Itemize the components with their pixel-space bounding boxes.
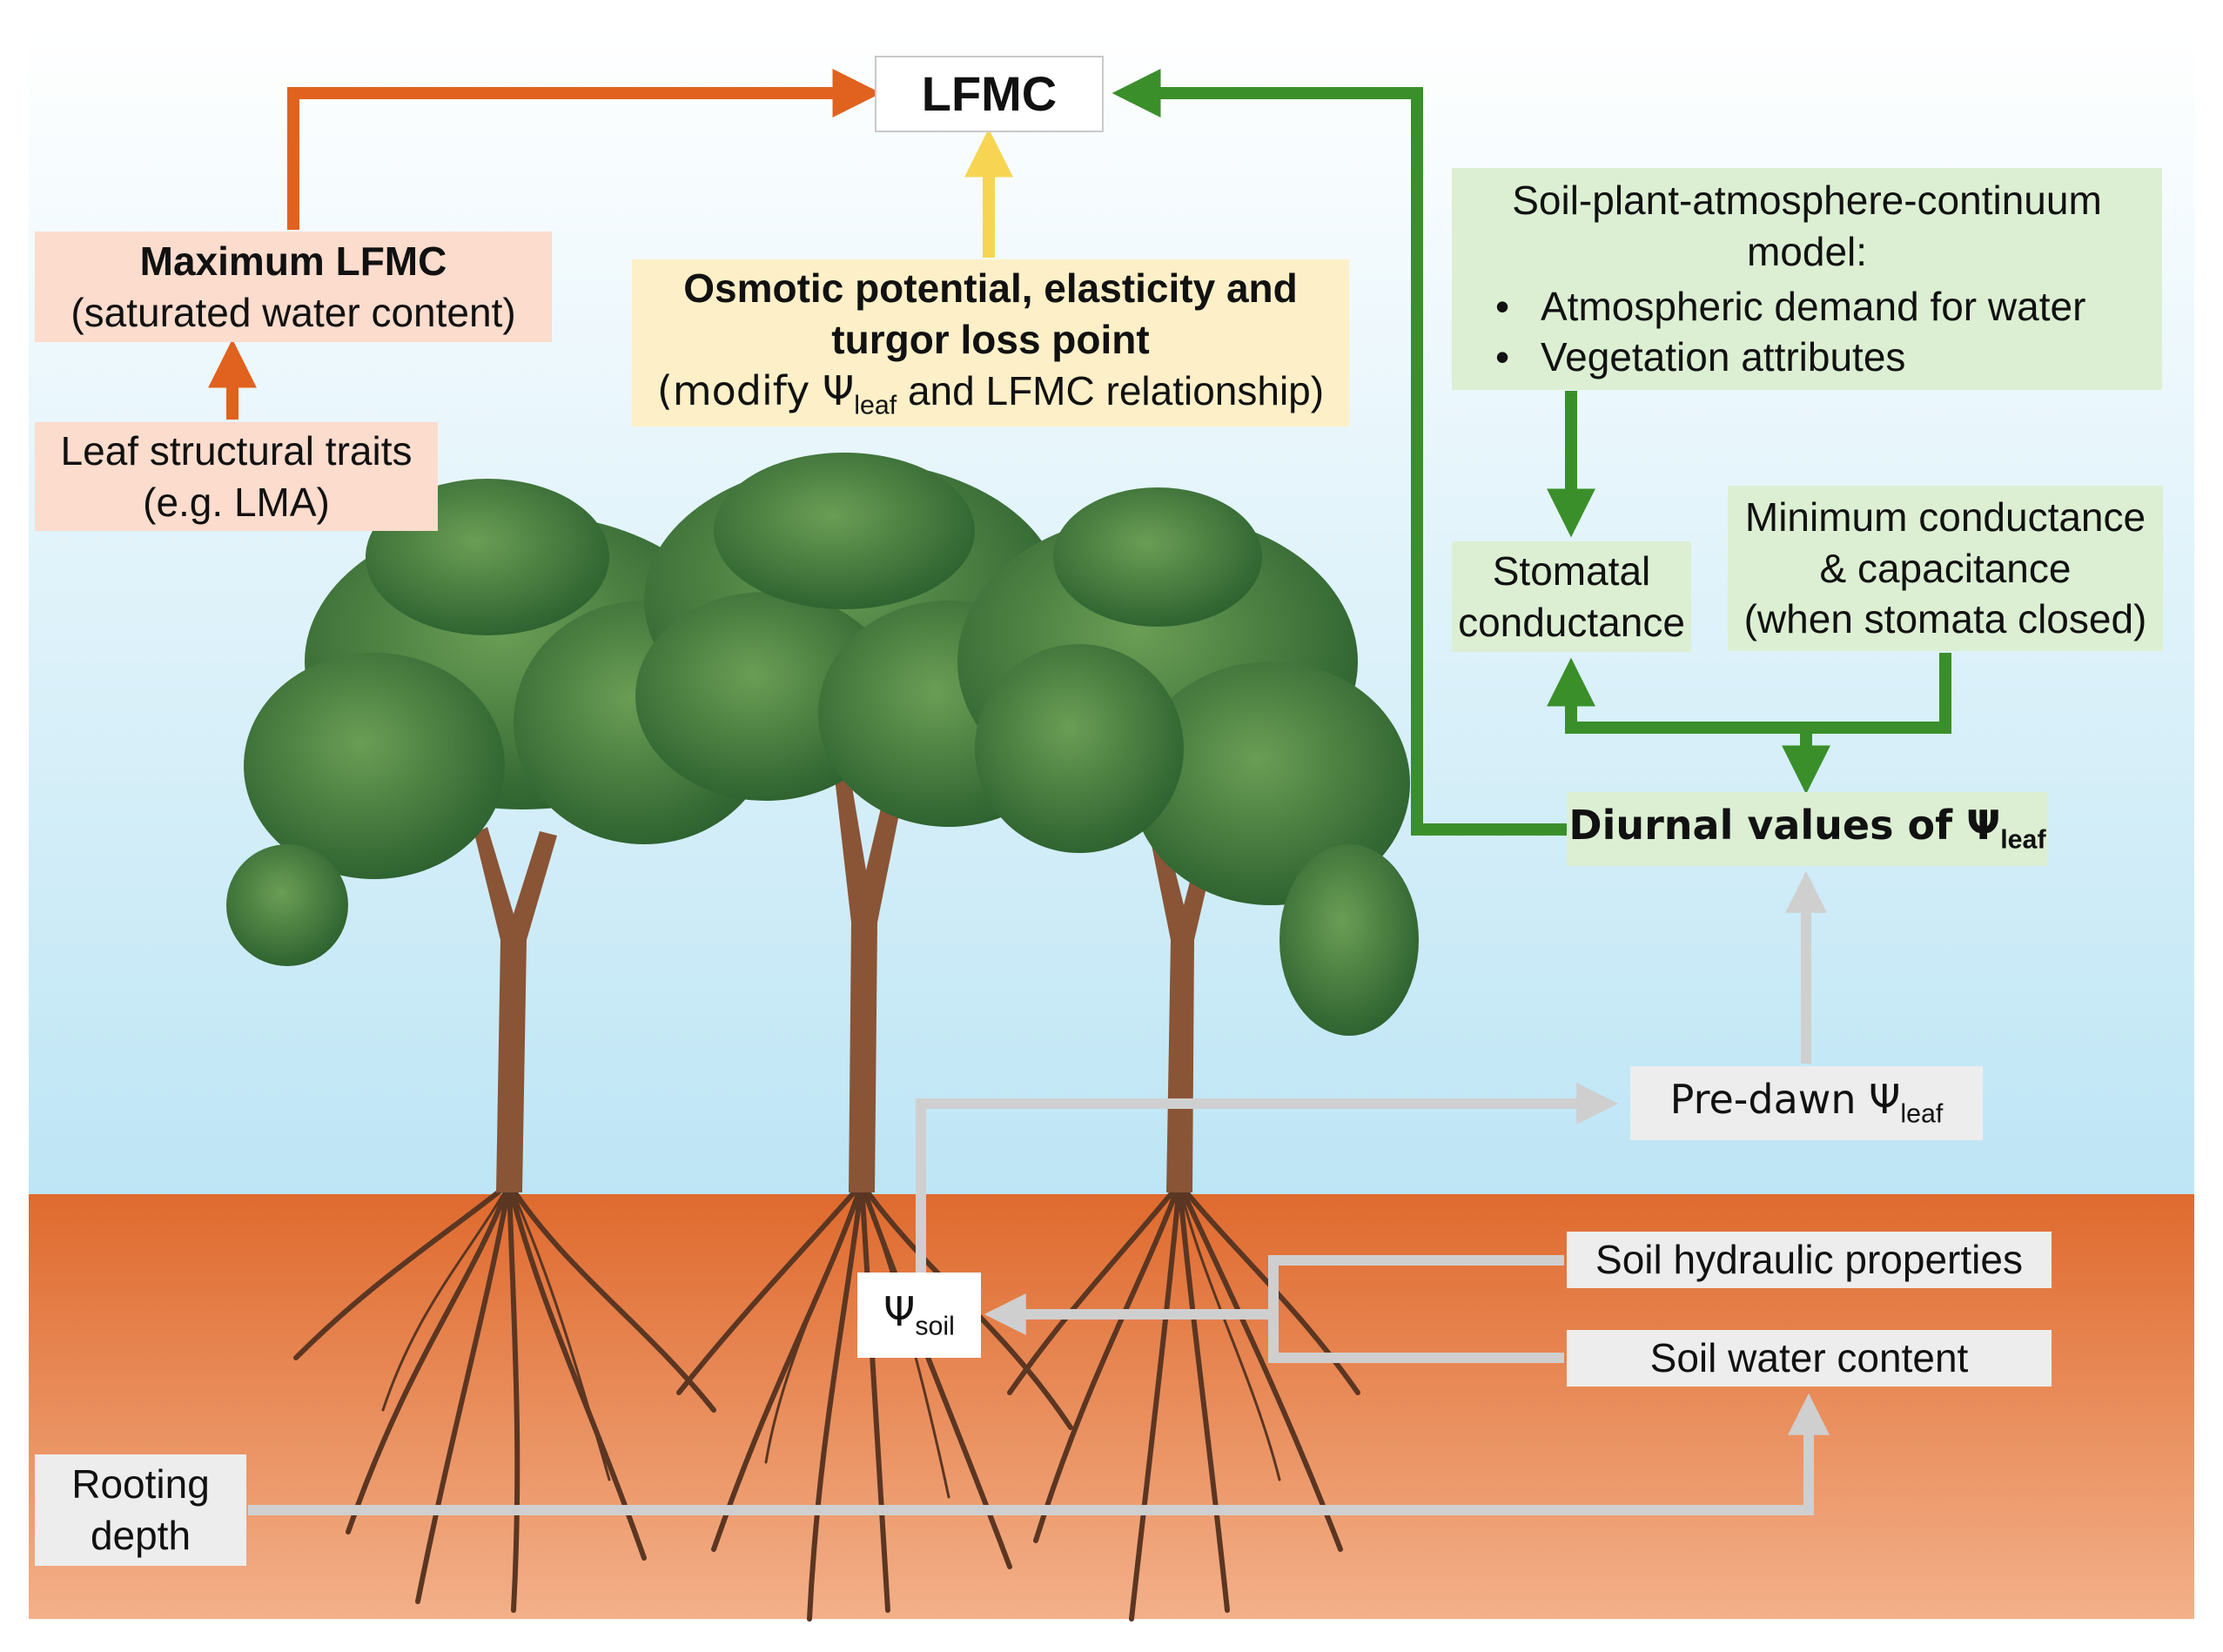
leaf-traits-line2: (e.g. LMA) xyxy=(143,479,330,525)
psi-soil-label: Ψsoil xyxy=(883,1286,955,1344)
roots-left xyxy=(293,1181,716,1613)
predawn-label: Pre-dawn Ψleaf xyxy=(1670,1074,1944,1132)
osmotic-line3-suffix: and LFMC relationship) xyxy=(897,367,1325,413)
arrow-psisoil-to-predawn xyxy=(916,1083,1619,1273)
predawn-sub: leaf xyxy=(1900,1099,1944,1129)
tree-canopies xyxy=(226,453,1419,1036)
max-lfmc-subtitle: (saturated water content) xyxy=(71,289,516,335)
osmotic-box: Osmotic potential, elasticity and turgor… xyxy=(632,259,1349,426)
tree-illustration xyxy=(226,453,1419,1192)
diurnal-box: Diurnal values of Ψleaf xyxy=(1567,792,2048,866)
psi-soil-sub: soil xyxy=(915,1312,955,1341)
spac-box: Soil-plant-atmosphere-continuum model: •… xyxy=(1452,168,2162,390)
min-conductance-box: Minimum conductance & capacitance (when … xyxy=(1728,486,2163,651)
stomatal-box: Stomatal conductance xyxy=(1452,541,1691,652)
spac-bullet-item: • Vegetation attributes xyxy=(1464,332,2150,383)
spac-bullets: • Atmospheric demand for water • Vegetatio… xyxy=(1464,281,2150,384)
soil-hydraulic-label: Soil hydraulic properties xyxy=(1595,1237,2023,1283)
diurnal-sub: leaf xyxy=(2000,825,2046,855)
predawn-box: Pre-dawn Ψleaf xyxy=(1630,1066,1983,1140)
spac-line1: Soil-plant-atmosphere-continuum xyxy=(1512,177,2102,223)
soil-water-label: Soil water content xyxy=(1649,1335,1969,1381)
diurnal-label: Diurnal values of Ψleaf xyxy=(1568,800,2045,857)
bullet-icon: • xyxy=(1494,334,1510,380)
tree-trunks xyxy=(474,766,1219,1192)
spac-bullet-text: Atmospheric demand for water xyxy=(1541,283,2086,329)
spac-bullet-text: Vegetation attributes xyxy=(1541,334,1906,380)
soil-hydraulic-box: Soil hydraulic properties xyxy=(1567,1232,2052,1288)
root-system-illustration xyxy=(293,1181,1360,1622)
stomatal-line1: Stomatal xyxy=(1492,547,1651,594)
max-lfmc-title: Maximum LFMC xyxy=(139,238,447,284)
psi-soil-box: Ψsoil xyxy=(857,1273,981,1358)
arrow-maxlfmc-to-lfmc xyxy=(287,69,882,230)
min-conductance-line2: & capacitance xyxy=(1819,545,2072,591)
lfmc-box: LFMC xyxy=(875,56,1104,132)
leaf-traits-box: Leaf structural traits (e.g. LMA) xyxy=(35,422,438,531)
bullet-icon: • xyxy=(1494,283,1510,329)
predawn-prefix: Pre-dawn Ψ xyxy=(1669,1076,1901,1124)
min-conductance-line1: Minimum conductance xyxy=(1744,494,2146,540)
rooting-box: Rooting depth xyxy=(35,1454,246,1566)
min-conductance-line3: (when stomata closed) xyxy=(1743,596,2147,642)
max-lfmc-box: Maximum LFMC (saturated water content) xyxy=(35,232,552,342)
diurnal-prefix: Diurnal values of Ψ xyxy=(1568,802,2001,850)
rooting-line1: Rooting xyxy=(71,1461,210,1508)
osmotic-line2: turgor loss point xyxy=(831,316,1150,362)
spac-line2: model: xyxy=(1746,228,1868,274)
arrow-minconductance-to-diurnal xyxy=(1782,653,1951,795)
lfmc-label: LFMC xyxy=(921,66,1058,122)
leaf-traits-line1: Leaf structural traits xyxy=(60,427,413,473)
osmotic-line3-prefix: (modify Ψ xyxy=(656,366,855,414)
psi-soil-symbol: Ψ xyxy=(883,1287,916,1335)
arrow-diurnal-to-stomatal xyxy=(1547,657,1806,734)
stomatal-line2: conductance xyxy=(1458,599,1685,645)
rooting-line2: depth xyxy=(90,1513,191,1558)
spac-bullet-item: • Atmospheric demand for water xyxy=(1464,281,2150,332)
osmotic-line1: Osmotic potential, elasticity and xyxy=(683,265,1298,311)
soil-water-box: Soil water content xyxy=(1567,1330,2052,1387)
arrow-rooting-to-soilwater xyxy=(248,1393,1830,1515)
osmotic-line3: (modify Ψleaf and LFMC relationship) xyxy=(657,366,1324,423)
arrow-diurnal-to-lfmc xyxy=(1112,69,1567,836)
osmotic-line3-sub: leaf xyxy=(854,391,897,420)
